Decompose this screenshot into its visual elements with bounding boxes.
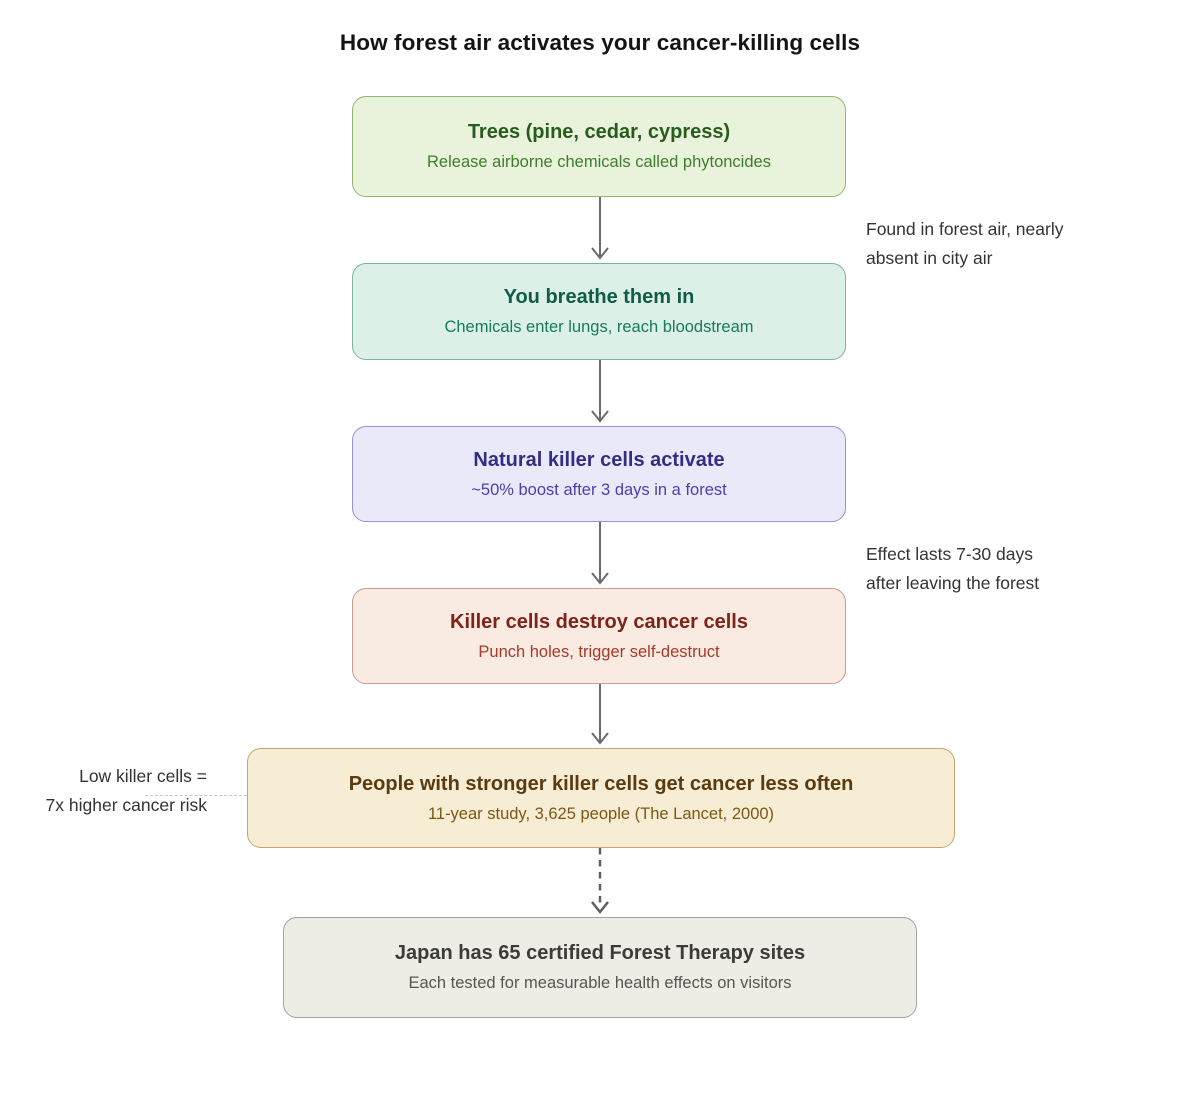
flow-box-breathe: You breathe them in Chemicals enter lung…	[352, 263, 846, 360]
box-subtitle: Release airborne chemicals called phyton…	[427, 153, 771, 172]
annotation-line: 7x higher cancer risk	[45, 795, 207, 815]
flow-box-japan-sites: Japan has 65 certified Forest Therapy si…	[283, 917, 917, 1018]
box-subtitle: 11-year study, 3,625 people (The Lancet,…	[427, 804, 775, 823]
box-subtitle: Chemicals enter lungs, reach bloodstream	[444, 318, 754, 337]
flow-box-destroy-cancer: Killer cells destroy cancer cells Punch …	[352, 588, 846, 684]
down-arrow-icon	[591, 684, 609, 745]
dashed-connector-line	[145, 795, 247, 796]
flow-box-trees: Trees (pine, cedar, cypress) Release air…	[352, 96, 846, 197]
page-title: How forest air activates your cancer-kil…	[339, 30, 861, 55]
box-subtitle: Punch holes, trigger self-destruct	[478, 642, 720, 661]
annotation-cancer-risk: Low killer cells = 7x higher cancer risk	[0, 762, 207, 820]
down-arrow-icon	[591, 522, 609, 585]
flow-box-nk-activate: Natural killer cells activate ~50% boost…	[352, 426, 846, 522]
box-title: You breathe them in	[503, 286, 695, 309]
annotation-effect-duration: Effect lasts 7-30 days after leaving the…	[866, 540, 1039, 597]
down-arrow-icon	[591, 360, 609, 423]
box-subtitle: ~50% boost after 3 days in a forest	[471, 480, 727, 499]
flow-box-lancet-study: People with stronger killer cells get ca…	[247, 748, 955, 848]
box-title: Trees (pine, cedar, cypress)	[467, 121, 731, 144]
box-title: Japan has 65 certified Forest Therapy si…	[394, 942, 806, 965]
box-subtitle: Each tested for measurable health effect…	[408, 974, 792, 993]
box-title: Killer cells destroy cancer cells	[450, 610, 748, 633]
annotation-line: after leaving the forest	[866, 572, 1040, 593]
annotation-phytoncides: Found in forest air, nearly absent in ci…	[866, 215, 1063, 272]
box-title: Natural killer cells activate	[473, 448, 725, 471]
annotation-line: Low killer cells =	[79, 766, 207, 786]
box-title: People with stronger killer cells get ca…	[348, 772, 854, 795]
down-arrow-dashed-icon	[591, 848, 609, 915]
annotation-line: Effect lasts 7-30 days	[866, 544, 1033, 564]
annotation-line: absent in city air	[866, 247, 993, 268]
annotation-line: Found in forest air, nearly	[866, 219, 1064, 239]
down-arrow-icon	[591, 197, 609, 260]
